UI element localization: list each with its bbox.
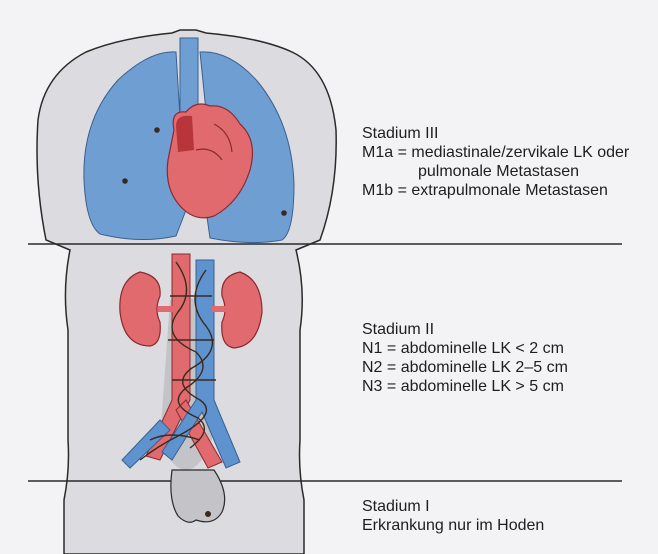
stage-i-description: Erkrankung nur im Hoden bbox=[362, 516, 544, 535]
heart-vessel bbox=[176, 116, 194, 152]
metastasis-dot bbox=[122, 178, 128, 184]
stage-i-title: Stadium I bbox=[362, 497, 544, 516]
testis-lesion bbox=[205, 511, 211, 517]
genital-outline bbox=[171, 470, 225, 522]
stage-i-label: Stadium I Erkrankung nur im Hoden bbox=[362, 497, 544, 535]
stage-ii-title: Stadium II bbox=[362, 320, 568, 339]
stage-ii-n2: N2 = abdominelle LK 2–5 cm bbox=[362, 358, 568, 377]
stage-iii-m1a-cont: pulmonale Metastasen bbox=[362, 162, 629, 181]
stage-iii-title: Stadium III bbox=[362, 124, 629, 143]
metastasis-dot bbox=[281, 210, 287, 216]
stage-iii-m1a: M1a = mediastinale/zervikale LK oder bbox=[362, 143, 629, 162]
stage-ii-n1: N1 = abdominelle LK < 2 cm bbox=[362, 339, 568, 358]
metastasis-dot bbox=[154, 127, 160, 133]
stage-ii-label: Stadium II N1 = abdominelle LK < 2 cm N2… bbox=[362, 320, 568, 396]
stage-iii-label: Stadium III M1a = mediastinale/zervikale… bbox=[362, 124, 629, 200]
stage-iii-m1b: M1b = extrapulmonale Metastasen bbox=[362, 181, 629, 200]
stage-ii-n3: N3 = abdominelle LK > 5 cm bbox=[362, 377, 568, 396]
